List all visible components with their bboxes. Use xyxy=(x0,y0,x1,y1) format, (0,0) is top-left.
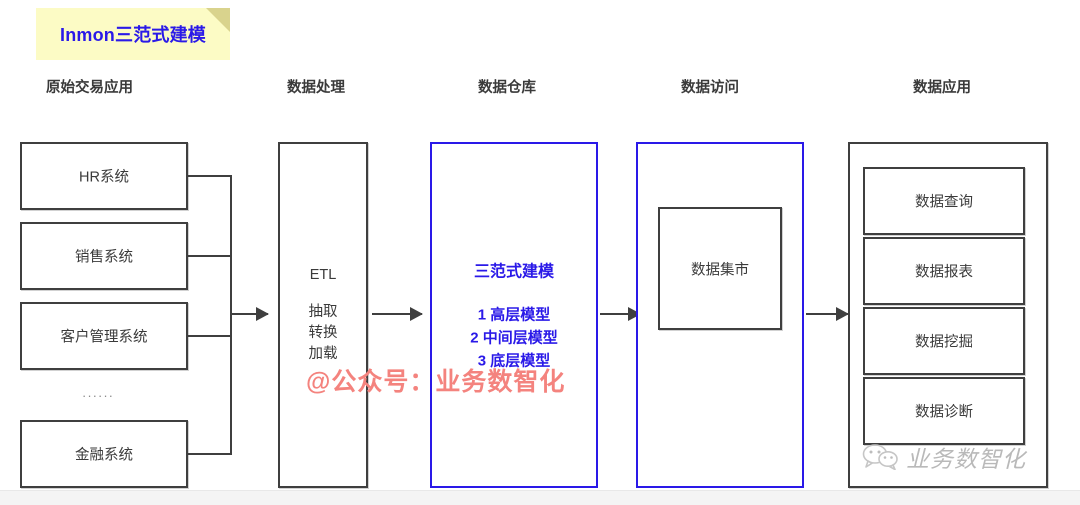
data-applications-box[interactable]: 数据查询 数据报表 数据挖掘 数据诊断 xyxy=(848,142,1048,488)
etl-step-extract: 抽取 xyxy=(308,304,338,320)
source-system-label: HR系统 xyxy=(79,169,129,186)
data-warehouse-box[interactable]: 三范式建模 1 高层模型 2 中间层模型 3 底层模型 xyxy=(430,142,598,488)
source-system-label: 金融系统 xyxy=(75,447,133,464)
application-label: 数据查询 xyxy=(915,194,973,211)
warehouse-title: 三范式建模 xyxy=(473,263,554,281)
column-header-apps: 数据应用 xyxy=(913,80,971,96)
application-box[interactable]: 数据挖掘 xyxy=(863,307,1025,375)
red-watermark: @公众号：业务数智化 xyxy=(306,368,566,396)
arrow-etl-to-warehouse xyxy=(372,307,423,321)
arrow-access-to-apps xyxy=(806,307,849,321)
warehouse-model-3: 3 底层模型 xyxy=(477,352,551,370)
source-system-label: 销售系统 xyxy=(75,249,133,266)
data-access-box[interactable]: 数据集市 xyxy=(636,142,804,488)
connector-line-hr xyxy=(188,175,232,177)
title-sticky-note: Inmon三范式建模 xyxy=(36,8,230,60)
connector-line-crm xyxy=(188,335,232,337)
etl-title: ETL xyxy=(309,267,337,283)
wechat-icon xyxy=(862,444,898,470)
column-header-source: 原始交易应用 xyxy=(46,80,133,96)
warehouse-text-stack: 三范式建模 1 高层模型 2 中间层模型 3 底层模型 xyxy=(432,258,596,373)
etl-text-stack: ETL 抽取 转换 加载 xyxy=(280,265,366,365)
application-label: 数据报表 xyxy=(915,264,973,281)
footer-band xyxy=(0,490,1080,505)
etl-step-load: 加载 xyxy=(308,346,338,362)
application-box[interactable]: 数据报表 xyxy=(863,237,1025,305)
connector-line-sales xyxy=(188,255,232,257)
source-systems-ellipsis: ······ xyxy=(82,388,114,403)
source-system-label: 客户管理系统 xyxy=(60,329,148,346)
etl-step-transform: 转换 xyxy=(308,325,338,341)
warehouse-model-2: 2 中间层模型 xyxy=(470,329,558,347)
application-box[interactable]: 数据查询 xyxy=(863,167,1025,235)
source-system-box[interactable]: 客户管理系统 xyxy=(20,302,188,370)
connector-line-finance xyxy=(188,453,232,455)
application-label: 数据诊断 xyxy=(915,404,973,421)
source-system-box[interactable]: 销售系统 xyxy=(20,222,188,290)
column-header-access: 数据访问 xyxy=(681,80,739,96)
column-header-process: 数据处理 xyxy=(287,80,345,96)
arrow-warehouse-to-access xyxy=(600,307,641,321)
warehouse-model-1: 1 高层模型 xyxy=(477,306,551,324)
application-box[interactable]: 数据诊断 xyxy=(863,377,1025,445)
wechat-watermark-text: 业务数智化 xyxy=(906,446,1026,472)
arrow-source-to-etl xyxy=(232,307,269,321)
folded-corner-icon xyxy=(206,8,230,32)
source-system-box[interactable]: HR系统 xyxy=(20,142,188,210)
application-label: 数据挖掘 xyxy=(915,334,973,351)
page-title: Inmon三范式建模 xyxy=(60,25,206,45)
data-mart-label: 数据集市 xyxy=(691,262,749,278)
wechat-watermark: 业务数智化 xyxy=(862,440,1026,474)
data-mart-box[interactable]: 数据集市 xyxy=(658,207,782,330)
column-header-warehouse: 数据仓库 xyxy=(478,80,536,96)
connector-bus-vertical xyxy=(230,175,232,455)
etl-box[interactable]: ETL 抽取 转换 加载 xyxy=(278,142,368,488)
source-system-box[interactable]: 金融系统 xyxy=(20,420,188,488)
